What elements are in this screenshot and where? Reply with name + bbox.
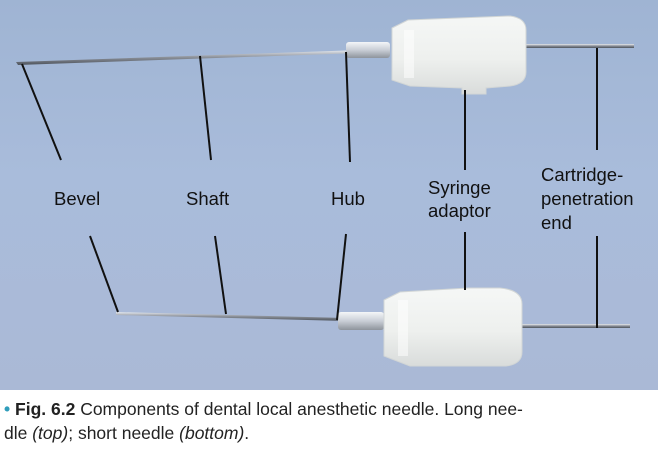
caption-top: (top) [32,423,69,443]
shaft-bottom-line [214,235,227,315]
syringe-adaptor-label-line1: Syringe [428,177,491,198]
figure-number: Fig. 6.2 [15,399,76,419]
syringe-adaptor-label-line2: adaptor [428,200,491,221]
short-needle [116,287,630,367]
cartridge-end-label-line3: end [541,212,572,233]
long-needle-shaft [16,50,360,65]
caption-text-1: Long nee- [444,399,523,419]
hub-bottom-line [336,233,347,321]
long-needle-cartridge-end [520,44,634,48]
short-needle-cartridge-end [520,324,630,328]
needle-photo: Bevel Shaft Hub Syringe adaptor Cartridg… [0,0,658,390]
caption-bullet: • [4,399,11,419]
hub-top-line [345,51,351,163]
caption-end: . [244,423,250,443]
caption-text-2: dle [4,423,28,443]
leader-lines [21,48,598,328]
shaft-top-line [199,55,212,161]
figure-caption: • Fig. 6.2 Components of dental local an… [4,397,654,445]
hub-label: Hub [331,188,365,209]
caption-bottom: (bottom) [179,423,245,443]
long-needle [16,15,634,95]
long-needle-syringe-adaptor [391,15,527,95]
cartridge-end-label-line2: penetration [541,188,634,209]
bevel-top-line [21,63,62,161]
shaft-label: Shaft [186,188,230,209]
bevel-label: Bevel [54,188,101,209]
caption-text-3: ; short needle [68,423,175,443]
long-needle-hub [346,42,390,58]
cartridge-end-label-line1: Cartridge- [541,164,624,185]
bevel-bottom-line [89,235,119,313]
short-needle-syringe-adaptor [383,287,523,367]
short-needle-hub [338,312,384,330]
needle-illustration [16,15,634,367]
short-needle-shaft [116,312,346,321]
caption-title: Components of dental local anesthetic ne… [80,399,440,419]
